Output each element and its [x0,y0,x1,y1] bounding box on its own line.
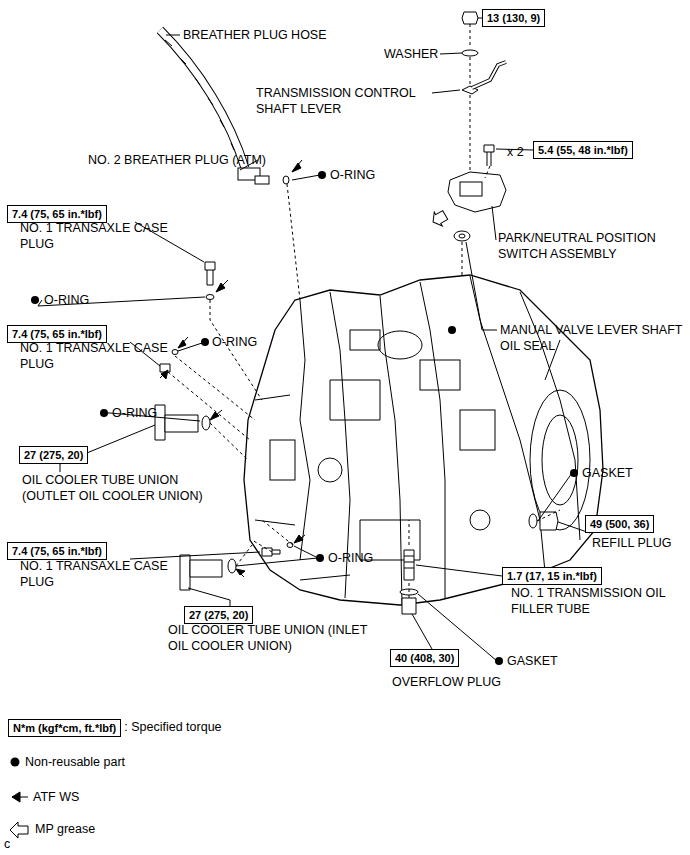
torque-box: 1.7 (17, 15 in.*lbf) [502,567,602,585]
part-label: O-RING [330,167,375,183]
torque-value: 13 (130, 9) [487,12,540,24]
torque-value: 27 (275, 20) [24,449,83,461]
legend-text: Non-reusable part [25,754,125,770]
part-label: REFILL PLUG [592,535,671,551]
torque-box: 7.4 (75, 65 in.*lbf) [7,325,107,343]
part-label: OVERFLOW PLUG [392,674,501,690]
part-label: O-RING [112,405,157,421]
torque-value: 40 (408, 30) [395,652,454,664]
part-label: PARK/NEUTRAL POSITION SWITCH ASSEMBLY [498,230,683,262]
torque-value: 5.4 (55, 48 in.*lbf) [538,144,628,156]
torque-box: 49 (500, 36) [585,515,654,533]
part-label: x 2 [507,144,524,160]
part-label: O-RING [44,292,89,308]
torque-box: 27 (275, 20) [184,606,253,624]
torque-box: 27 (275, 20) [19,446,88,464]
torque-value: N*m (kgf*cm, ft.*lbf) [13,722,116,734]
part-label: NO. 1 TRANSAXLE CASE PLUG [20,340,170,372]
part-label: NO. 1 TRANSMISSION OIL FILLER TUBE [511,585,671,617]
torque-value: 7.4 (75, 65 in.*lbf) [12,545,102,557]
part-label: BREATHER PLUG HOSE [183,27,327,43]
torque-value: 7.4 (75, 65 in.*lbf) [12,208,102,220]
legend-text: : Specified torque [124,719,221,735]
part-label: O-RING [328,550,373,566]
legend-text: MP grease [35,821,95,837]
part-label: MANUAL VALVE LEVER SHAFT OIL SEAL [500,322,685,354]
torque-box: 7.4 (75, 65 in.*lbf) [7,205,107,223]
part-label: GASKET [507,653,558,669]
part-label: NO. 1 TRANSAXLE CASE PLUG [20,220,170,252]
torque-box: N*m (kgf*cm, ft.*lbf) [8,719,121,737]
torque-value: 27 (275, 20) [189,609,248,621]
torque-value: 49 (500, 36) [590,518,649,530]
torque-box: 7.4 (75, 65 in.*lbf) [7,542,107,560]
part-label: GASKET [582,465,633,481]
part-label: OIL COOLER TUBE UNION (INLET OIL COOLER … [168,622,368,654]
figure-code: c [4,836,10,852]
torque-value: 7.4 (75, 65 in.*lbf) [12,328,102,340]
part-label: O-RING [212,334,257,350]
part-label: NO. 1 TRANSAXLE CASE PLUG [20,558,170,590]
part-label: OIL COOLER TUBE UNION (OUTLET OIL COOLER… [22,472,232,504]
torque-box: 13 (130, 9) [482,9,545,27]
part-label: TRANSMISSION CONTROL SHAFT LEVER [256,85,456,117]
torque-box: 5.4 (55, 48 in.*lbf) [533,141,633,159]
torque-box: 40 (408, 30) [390,649,459,667]
part-label: WASHER [384,46,438,62]
torque-value: 1.7 (17, 15 in.*lbf) [507,570,597,582]
part-label: NO. 2 BREATHER PLUG (ATM) [88,152,266,168]
legend-text: ATF WS [33,789,79,805]
